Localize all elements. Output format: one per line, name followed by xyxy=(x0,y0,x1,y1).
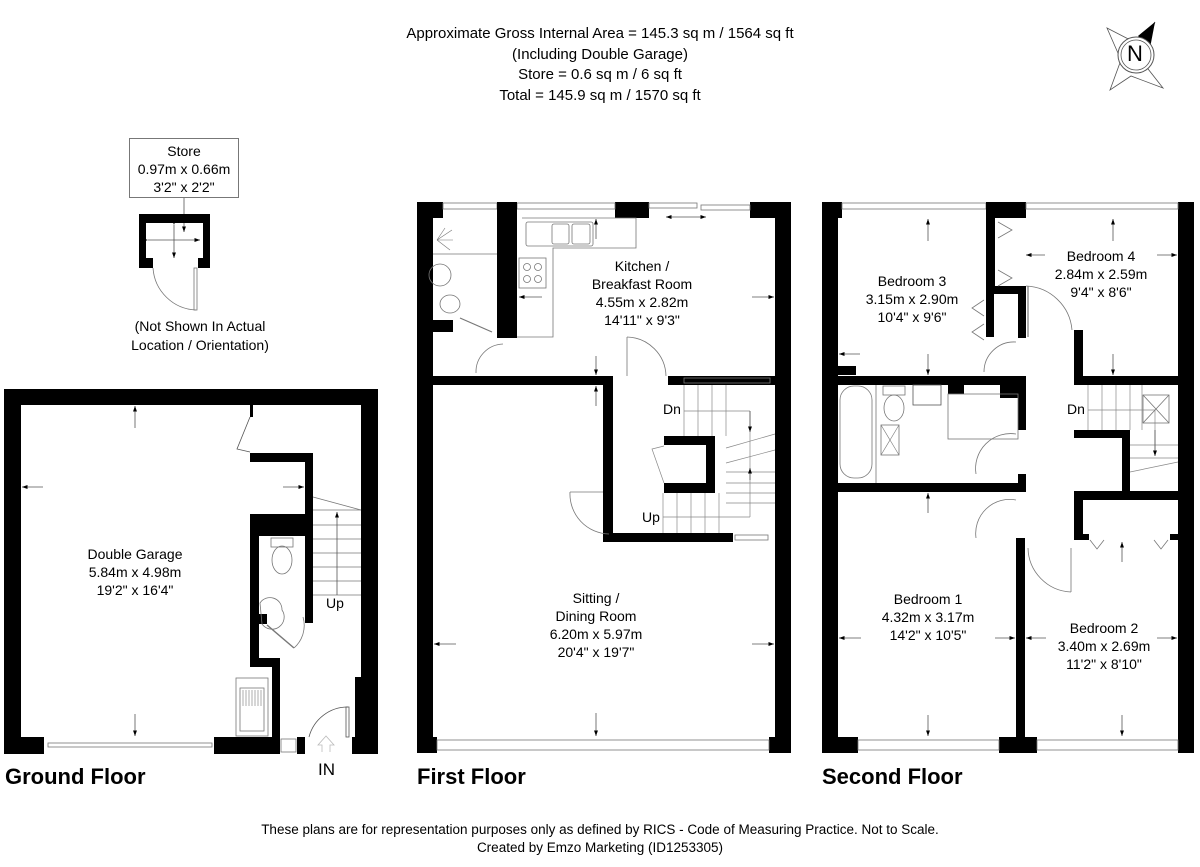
first-stairs-down-label: Dn xyxy=(663,401,681,417)
room-bedroom-1: Bedroom 1 4.32m x 3.17m 14'2" x 10'5" xyxy=(881,591,975,643)
room-sitting-dining: Sitting / Dining Room 6.20m x 5.97m 20'4… xyxy=(549,590,643,660)
store-metric: 0.97m x 0.66m xyxy=(137,161,231,177)
ground-floor-plan xyxy=(4,389,378,754)
store-plan xyxy=(139,198,210,311)
second-floor-plan xyxy=(822,202,1194,753)
first-stairs-up-label: Up xyxy=(642,509,660,525)
room-kitchen-breakfast: Kitchen / Breakfast Room 4.55m x 2.82m 1… xyxy=(591,258,693,328)
including-garage-note: (Including Double Garage) xyxy=(512,45,688,63)
compass-north-label: N xyxy=(1127,41,1143,66)
total-area: Total = 145.9 sq m / 1570 sq ft xyxy=(499,86,701,104)
store-name: Store xyxy=(167,143,201,159)
entrance-label: IN xyxy=(318,760,335,779)
second-floor-title: Second Floor xyxy=(822,764,963,789)
store-area: Store = 0.6 sq m / 6 sq ft xyxy=(518,66,682,83)
credit-text: Created by Emzo Marketing (ID1253305) xyxy=(476,840,724,855)
store-imperial: 3'2" x 2'2" xyxy=(153,179,215,195)
store-location-note: (Not Shown In Actual Location / Orientat… xyxy=(131,318,269,353)
area-summary: Approximate Gross Internal Area = 145.3 … xyxy=(300,24,900,106)
gross-internal-area: Approximate Gross Internal Area = 145.3 … xyxy=(406,25,794,42)
first-floor-title: First Floor xyxy=(417,764,526,789)
room-bedroom-4: Bedroom 4 2.84m x 2.59m 9'4" x 8'6" xyxy=(1054,248,1148,300)
ground-floor-title: Ground Floor xyxy=(5,764,146,789)
first-floor-plan xyxy=(417,202,791,753)
north-compass-icon xyxy=(1106,21,1165,92)
room-bedroom-3: Bedroom 3 3.15m x 2.90m 10'4" x 9'6" xyxy=(865,273,959,325)
second-stairs-down-label: Dn xyxy=(1067,401,1085,417)
disclaimer-text: These plans are for representation purpo… xyxy=(261,822,939,837)
disclaimer-footer: These plans are for representation purpo… xyxy=(200,821,1000,857)
ground-stairs-up-label: Up xyxy=(326,595,344,611)
store-label: Store 0.97m x 0.66m 3'2" x 2'2" xyxy=(129,138,239,198)
room-bedroom-2: Bedroom 2 3.40m x 2.69m 11'2" x 8'10" xyxy=(1057,620,1151,672)
room-double-garage: Double Garage 5.84m x 4.98m 19'2" x 16'4… xyxy=(87,546,183,598)
